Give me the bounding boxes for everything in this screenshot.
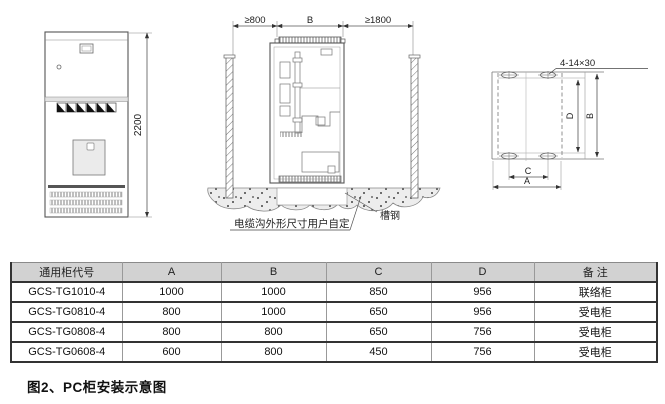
table-row: GCS-TG0808-4 800 800 650 756 受电柜: [11, 322, 657, 343]
dim-b-label: B: [585, 113, 595, 119]
table-row: GCS-TG1010-4 1000 1000 850 956 联络柜: [11, 282, 657, 303]
holes-spec-label: 4-14×30: [560, 58, 595, 69]
col-header-note: 备 注: [534, 262, 657, 283]
cell-note: 受电柜: [534, 302, 657, 323]
clearance-dimensions: ≥800 B ≥1800: [232, 15, 414, 56]
col-header-b: B: [221, 262, 327, 283]
front-height-dim-label: 2200: [133, 113, 144, 136]
installation-diagram: 2200 ≥800 B ≥1800: [44, 15, 648, 231]
channel-steel-label: 槽钢: [380, 209, 400, 222]
cell-model: GCS-TG0608-4: [11, 342, 123, 363]
cell-d: 756: [431, 342, 535, 363]
clearance-left-label: ≥800: [244, 15, 265, 26]
cell-model: GCS-TG0810-4: [11, 302, 123, 323]
cell-note: 受电柜: [534, 342, 657, 363]
cell-b: 1000: [221, 282, 327, 303]
cell-b: 1000: [221, 302, 327, 323]
clearance-right-label: ≥1800: [365, 15, 391, 26]
cabinet-side-section: [269, 36, 346, 184]
cell-d: 956: [431, 302, 535, 323]
cabinet-footprint: [497, 73, 563, 158]
cable-trench-label: 电缆沟外形尺寸用户自定: [234, 217, 350, 230]
col-header-model: 通用柜代号: [11, 262, 123, 283]
side-view: ≥800 B ≥1800: [207, 15, 441, 231]
cell-a: 800: [122, 302, 222, 323]
cell-c: 650: [326, 302, 432, 323]
cell-a: 600: [122, 342, 222, 363]
col-header-d: D: [431, 262, 535, 283]
col-header-c: C: [326, 262, 432, 283]
cell-a: 800: [122, 322, 222, 343]
cell-note: 受电柜: [534, 322, 657, 343]
table-header-row: 通用柜代号 A B C D 备 注: [11, 262, 657, 283]
cell-d: 956: [431, 282, 535, 303]
cell-b: 800: [221, 322, 327, 343]
dim-d-label: D: [565, 112, 575, 119]
wall-right: [408, 54, 421, 199]
cell-note: 联络柜: [534, 282, 657, 303]
dimension-table: 通用柜代号 A B C D 备 注 GCS-TG1010-4 1000 1000…: [10, 262, 658, 363]
cell-c: 650: [326, 322, 432, 343]
wall-left: [223, 54, 236, 199]
table-row: GCS-TG0810-4 800 1000 650 956 受电柜: [11, 302, 657, 323]
cabinet-width-dim-label: B: [307, 15, 313, 26]
door-lock: [56, 64, 62, 70]
table-row: GCS-TG0608-4 600 800 450 756 受电柜: [11, 342, 657, 363]
cell-model: GCS-TG1010-4: [11, 282, 123, 303]
front-height-dimension: 2200: [129, 32, 152, 218]
cable-trench: [276, 187, 348, 206]
cell-b: 800: [221, 342, 327, 363]
cell-model: GCS-TG0808-4: [11, 322, 123, 343]
cell-d: 756: [431, 322, 535, 343]
cabinet-front-outline: [44, 31, 129, 218]
indicator-flags: [56, 102, 117, 113]
cell-c: 850: [326, 282, 432, 303]
plan-view: 4-14×30 D B C A: [491, 58, 648, 190]
cell-c: 450: [326, 342, 432, 363]
front-view: 2200: [44, 31, 152, 218]
dim-a-label: A: [524, 176, 530, 186]
cell-a: 1000: [122, 282, 222, 303]
dim-c-label: C: [525, 166, 532, 176]
figure-caption: 图2、PC柜安装示意图: [27, 380, 167, 395]
ventilation-grille: [49, 191, 123, 214]
col-header-a: A: [122, 262, 222, 283]
mounting-slots: [499, 71, 558, 160]
